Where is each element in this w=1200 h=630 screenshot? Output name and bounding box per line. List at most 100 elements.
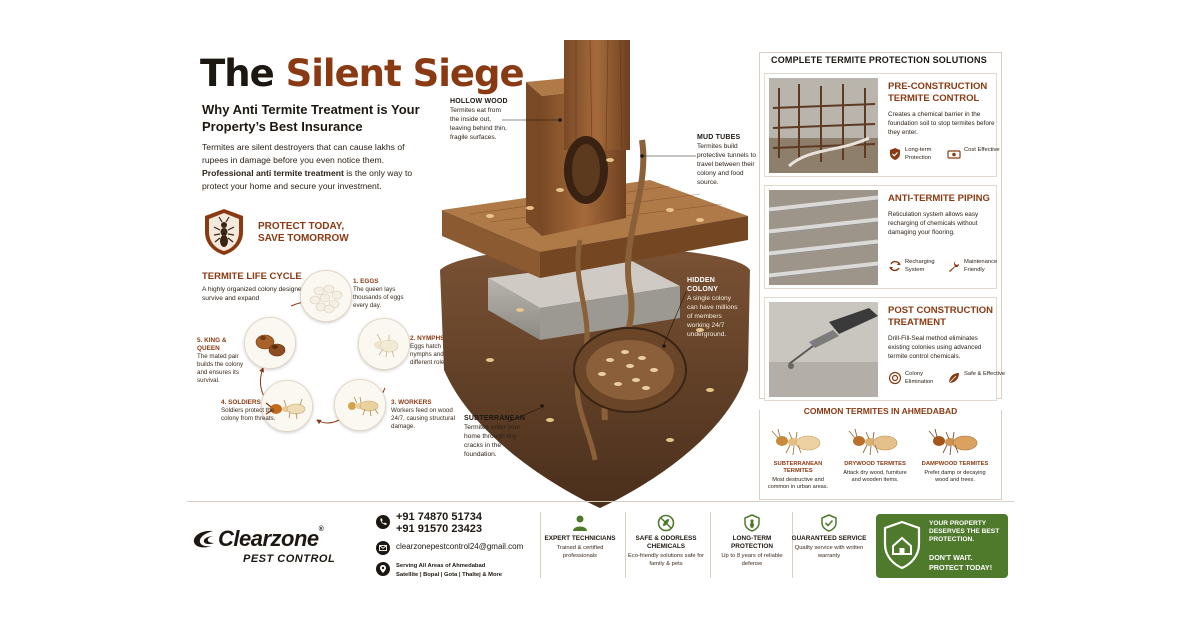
shield-check-icon <box>821 514 837 532</box>
feature-long-term-protection: LONG-TERM PROTECTION Up to 8 years of re… <box>713 514 791 568</box>
no-odor-icon <box>657 514 675 532</box>
target-icon <box>888 371 902 385</box>
termite-desc: Attack dry wood, furniture and wooden it… <box>843 470 907 483</box>
solution-title: ANTI-TERMITE PIPING <box>888 193 990 204</box>
stage-desc: Soldiers protect the colony from threats… <box>221 407 276 422</box>
lifecycle-workers-image <box>334 379 386 431</box>
area-line-2: Satellite | Bopal | Gota | Thaltej & Mor… <box>396 572 503 578</box>
solution-title: PRE-CONSTRUCTION TERMITE CONTROL <box>888 81 988 104</box>
termite-shield-icon <box>205 209 243 255</box>
feature-title: SAFE & ODORLESS CHEMICALS <box>635 535 697 550</box>
callout-title: MUD TUBES <box>697 134 741 141</box>
callout-desc: Termites enter your home through tiny cr… <box>464 424 521 458</box>
feature-title: EXPERT TECHNICIANS <box>544 535 616 542</box>
callout-title: HOLLOW WOOD <box>450 98 508 105</box>
common-termites-title: COMMON TERMITES IN AHMEDABAD <box>803 406 958 416</box>
title-part-2: Silent Siege <box>285 52 525 95</box>
phone-number-1[interactable]: +91 74870 51734 <box>396 511 482 523</box>
lifecycle-workers-label: 3. WORKERS Workers feed on wood 24/7, ca… <box>391 399 463 431</box>
callout-hidden-colony: HIDDEN COLONY A single colony can have m… <box>687 276 743 339</box>
home-shield-icon <box>883 520 921 570</box>
termite-subterranean: SUBTERRANEAN TERMITES Most destructive a… <box>762 425 834 491</box>
cta-banner[interactable]: YOUR PROPERTY DESERVES THE BEST PROTECTI… <box>876 514 1008 578</box>
feature-desc: Quality service with written warranty <box>794 545 864 559</box>
subterranean-termite-icon <box>771 428 821 456</box>
protect-line-1: PROTECT TODAY, <box>258 221 345 232</box>
termite-name: DAMPWOOD TERMITES <box>921 461 989 467</box>
email-address[interactable]: clearzonepestcontrol24@gmail.com <box>396 542 524 551</box>
clearzone-swoosh-icon <box>193 530 215 548</box>
termite-desc: Prefer damp or decaying wood and trees. <box>924 470 986 483</box>
solution-desc: Creates a chemical barrier in the founda… <box>888 111 995 136</box>
footer-separator <box>792 512 793 578</box>
post-construction-image <box>769 302 878 397</box>
drywood-termite-icon <box>848 428 898 456</box>
feature-label: Maintenance Friendly <box>964 259 998 273</box>
callout-hollow-wood: HOLLOW WOOD Termites eat from the inside… <box>450 97 510 142</box>
intro-text-1: Termites are silent destroyers that can … <box>202 142 405 165</box>
recharge-cycle-icon <box>889 260 901 272</box>
page-title: The Silent Siege <box>200 52 525 96</box>
clearzone-logo: Clearzone® PEST CONTROL <box>191 526 361 566</box>
stage-desc: The mated pair builds the colony and ens… <box>197 353 244 384</box>
feature-title: LONG-TERM PROTECTION <box>731 535 773 550</box>
feature-guaranteed-service: GUARANTEED SERVICE Quality service with … <box>790 514 868 560</box>
footer-separator <box>710 512 711 578</box>
solution-card-post-construction: POST CONSTRUCTION TREATMENT Drill-Fill-S… <box>764 297 1005 401</box>
solution-feature: Long-term Protection <box>888 147 948 162</box>
pre-construction-image <box>769 78 878 173</box>
callout-subterranean: SUBTERRANEAN Termites enter your home th… <box>464 414 525 459</box>
logo-subtitle: PEST CONTROL <box>243 553 336 565</box>
feature-label: Colony Elimination <box>905 371 934 385</box>
logo-word: Clearzone <box>218 526 319 551</box>
phone-number-2[interactable]: +91 91570 23423 <box>396 523 482 535</box>
lifecycle-soldiers-label: 4. SOLDIERS Soldiers protect the colony … <box>221 399 287 423</box>
shield-check-icon <box>890 148 900 160</box>
callout-desc: A single colony can have millions of mem… <box>687 295 738 338</box>
protect-line-2: SAVE TOMORROW <box>258 233 349 244</box>
lifecycle-soldiers-image <box>261 380 313 432</box>
feature-desc: Trained & certified professionals <box>556 545 604 559</box>
stage-desc: The queen lays thousands of eggs every d… <box>353 286 404 309</box>
area-line-1: Serving All Areas of Ahmedabad <box>396 563 486 569</box>
intro-text-2: is the only way to protect your home and… <box>202 168 413 191</box>
feature-title: GUARANTEED SERVICE <box>791 535 867 542</box>
intro-text-bold: Professional anti termite treatment <box>202 168 344 178</box>
solutions-title: COMPLETE TERMITE PROTECTION SOLUTIONS <box>771 55 987 65</box>
solution-feature: Colony Elimination <box>888 371 948 386</box>
lifecycle-nymphs-label: 2. NYMPHS Eggs hatch into nymphs and dev… <box>410 335 476 367</box>
common-termites-panel <box>759 410 1002 500</box>
title-part-1: The <box>200 52 275 95</box>
lifecycle-subtitle: A highly organized colony designed to su… <box>202 286 313 302</box>
termite-name: SUBTERRANEAN TERMITES <box>773 461 823 474</box>
technician-icon <box>573 515 587 531</box>
termite-infestation-illustration <box>440 40 750 508</box>
dampwood-termite-icon <box>928 428 978 456</box>
stage-name: 3. WORKERS <box>391 399 432 406</box>
stage-name: 2. NYMPHS <box>410 335 445 342</box>
solution-desc: Reticulation system allows easy rechargi… <box>888 211 979 236</box>
feature-desc: Eco-friendly solutions safe for family &… <box>627 553 705 567</box>
solution-feature: Maintenance Friendly <box>947 259 1007 274</box>
shield-termite-icon <box>744 514 760 532</box>
location-pin-icon <box>376 562 390 576</box>
solution-feature: Recharging System <box>888 259 948 274</box>
callout-desc: Termites eat from the inside out, leavin… <box>450 107 507 141</box>
footer-separator <box>625 512 626 578</box>
leaf-icon <box>948 373 959 384</box>
solution-card-anti-termite-piping: ANTI-TERMITE PIPING Reticulation system … <box>764 185 997 289</box>
termite-drywood: DRYWOOD TERMITES Attack dry wood, furnit… <box>839 425 911 484</box>
lifecycle-king-queen-label: 5. KING & QUEEN The mated pair builds th… <box>197 337 245 385</box>
feature-safe-chemicals: SAFE & ODORLESS CHEMICALS Eco-friendly s… <box>627 514 705 568</box>
mail-icon <box>376 541 390 555</box>
feature-label: Recharging System <box>905 259 935 273</box>
lifecycle-eggs-label: 1. EGGS The queen lays thousands of eggs… <box>353 278 419 310</box>
feature-expert-technicians: EXPERT TECHNICIANS Trained & certified p… <box>541 514 619 560</box>
termite-name: DRYWOOD TERMITES <box>844 461 906 467</box>
callout-mud-tubes: MUD TUBES Termites build protective tunn… <box>697 133 761 187</box>
stage-name: 4. SOLDIERS <box>221 399 261 406</box>
cta-action: DON'T WAIT. PROTECT TODAY! <box>929 553 993 572</box>
solution-desc: Drill-Fill-Seal method eliminates existi… <box>888 335 982 360</box>
termite-desc: Most destructive and common in urban are… <box>767 477 829 490</box>
footer-divider <box>187 501 1014 502</box>
